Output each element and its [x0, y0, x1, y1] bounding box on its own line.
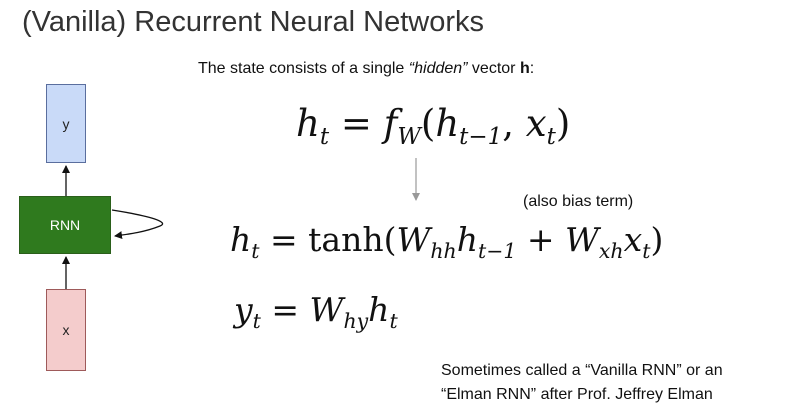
recurrence-equation: ht = fW(ht−1, xt): [296, 102, 571, 151]
hidden-update-equation: ht = tanh(Whhht−1 + Wxhxt): [230, 220, 664, 264]
state-description: The state consists of a single “hidden” …: [198, 60, 534, 78]
output-equation: yt = Whyht: [234, 290, 398, 334]
description-suffix: :: [529, 60, 535, 77]
footnote-line-1: Sometimes called a “Vanilla RNN” or an: [441, 362, 723, 379]
description-prefix: The state consists of a single: [198, 60, 409, 77]
description-bold: h: [519, 60, 530, 77]
rnn-cell-node: RNN: [19, 196, 111, 254]
description-middle: vector: [467, 60, 520, 77]
bias-term-note: (also bias term): [523, 193, 634, 210]
slide-title: (Vanilla) Recurrent Neural Networks: [22, 6, 485, 38]
rnn-cell-label: RNN: [49, 217, 81, 233]
output-node-y: y: [46, 84, 86, 163]
output-node-label: y: [62, 115, 70, 132]
input-node-label: x: [62, 322, 70, 338]
recurrent-loop-arrow: [111, 209, 164, 240]
input-node-x: x: [46, 289, 86, 371]
elman-rnn-footnote: Sometimes called a “Vanilla RNN” or an “…: [441, 359, 723, 407]
footnote-line-2: “Elman RNN” after Prof. Jeffrey Elman: [441, 386, 713, 403]
description-emphasis: “hidden”: [408, 60, 468, 77]
